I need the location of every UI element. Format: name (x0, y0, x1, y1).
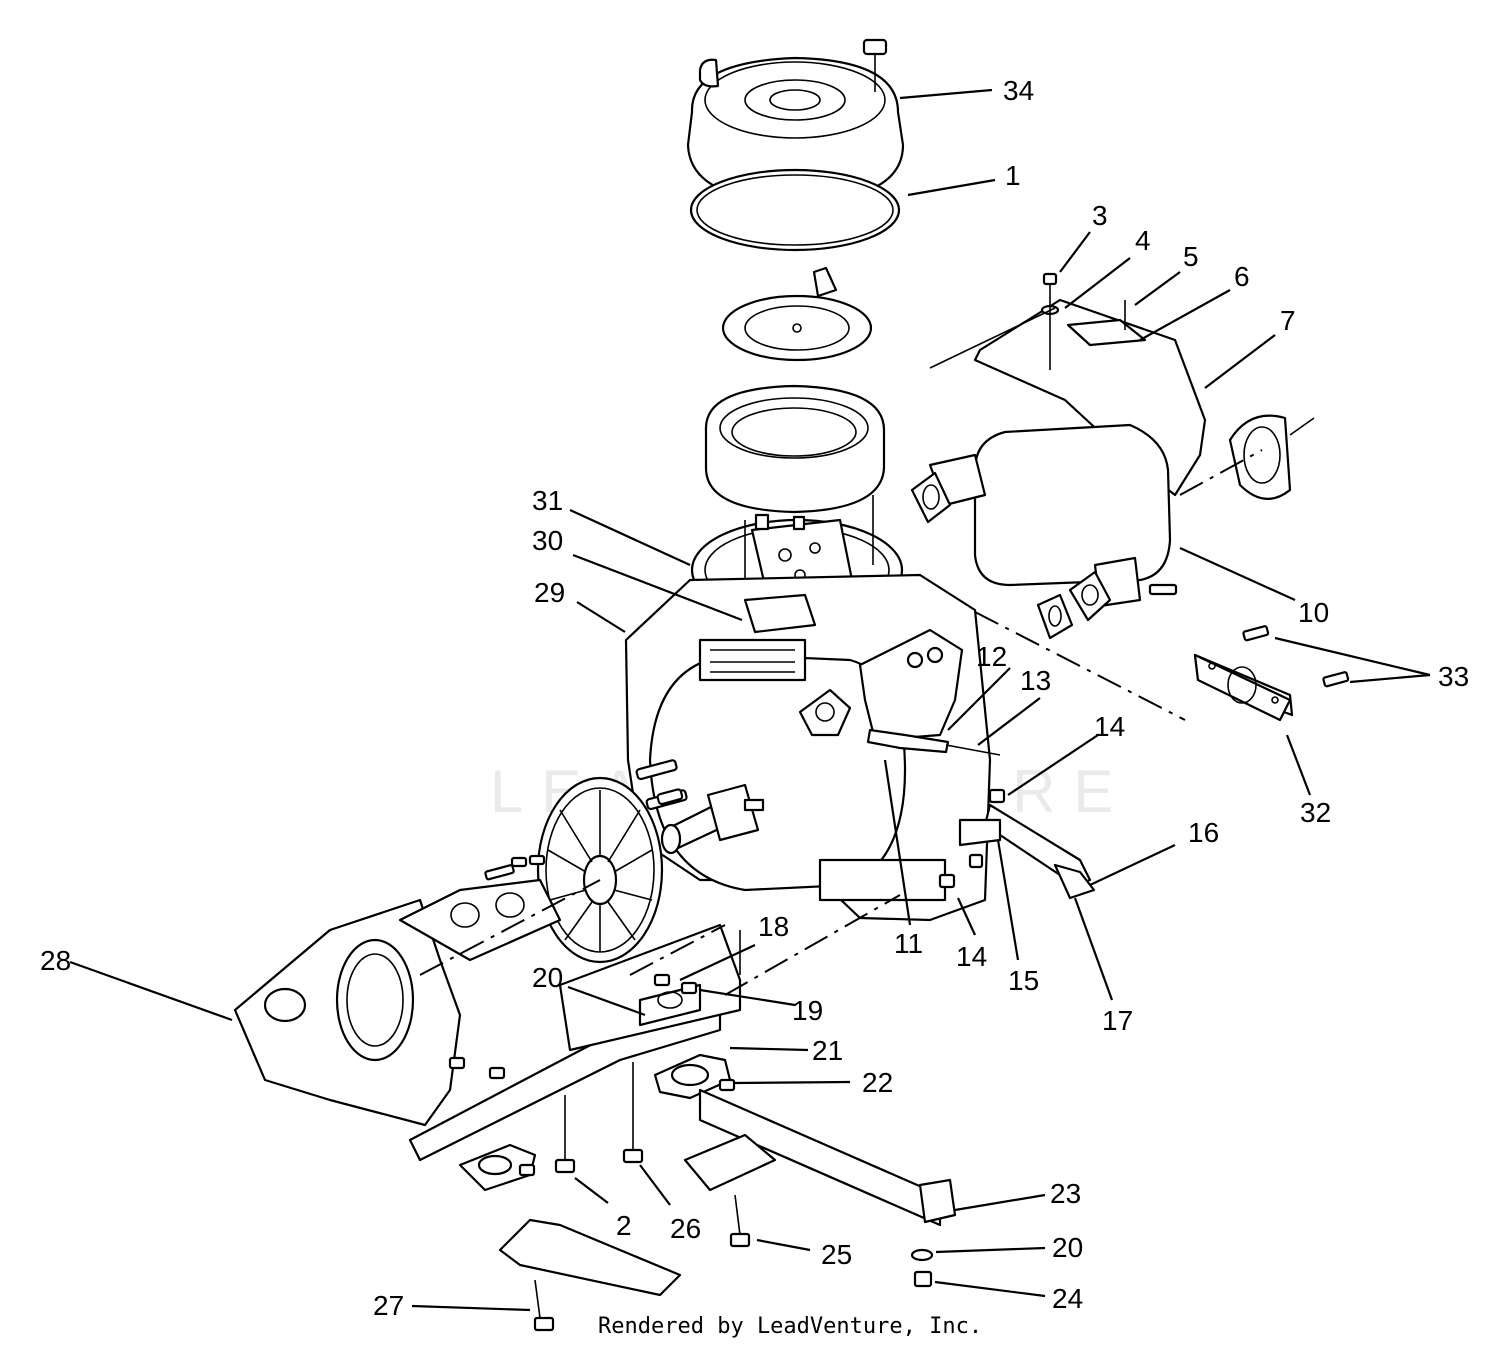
callout-2: 2 (616, 1210, 632, 1241)
isolator-mount-21 (653, 1053, 732, 1100)
bolts-bottom (448, 973, 934, 1332)
callout-11: 11 (894, 928, 923, 959)
callout-4: 4 (1135, 225, 1151, 256)
crossmember (408, 923, 742, 1162)
callout-20-upper: 20 (532, 962, 563, 993)
callout-14-upper: 14 (1094, 711, 1125, 742)
callout-23: 23 (1050, 1178, 1081, 1209)
engine-mount-plate-28 (233, 878, 562, 1127)
callout-17: 17 (1102, 1005, 1133, 1036)
wing-nut (812, 266, 838, 298)
bolts-flywheel (635, 759, 688, 811)
callout-1: 1 (1005, 160, 1021, 191)
centerlines (419, 307, 1263, 996)
crankshaft (660, 783, 765, 855)
callout-10: 10 (1298, 597, 1329, 628)
callout-31: 31 (532, 485, 563, 516)
callout-29: 29 (534, 577, 565, 608)
callout-26: 26 (670, 1213, 701, 1244)
callout-24: 24 (1052, 1283, 1083, 1314)
filter-element (704, 384, 886, 514)
precleaner-plate (721, 294, 873, 362)
callout-30: 30 (532, 525, 563, 556)
callout-18: 18 (758, 911, 789, 942)
small-screws (484, 854, 546, 881)
leader-lines (69, 88, 1431, 1312)
callout-13: 13 (1020, 665, 1051, 696)
callout-25: 25 (821, 1239, 852, 1270)
muffler-end-cap (1228, 414, 1315, 500)
callout-27: 27 (373, 1290, 404, 1321)
callout-34: 34 (1003, 75, 1034, 106)
callout-14-lower: 14 (956, 941, 987, 972)
callout-28: 28 (40, 945, 71, 976)
muffler-10 (910, 423, 1178, 622)
screws-33 (1242, 625, 1350, 688)
callout-3: 3 (1092, 200, 1108, 231)
callout-20-lower: 20 (1052, 1232, 1083, 1263)
callout-5: 5 (1183, 241, 1199, 272)
exhaust-gasket (1036, 593, 1074, 640)
frame-rail-23 (498, 1088, 957, 1297)
gasket-ring-1 (689, 168, 901, 252)
callout-21: 21 (812, 1035, 843, 1066)
callout-33: 33 (1438, 661, 1469, 692)
callout-6: 6 (1234, 261, 1250, 292)
throttle-linkage (866, 728, 1096, 900)
flywheel-fan (536, 776, 664, 964)
callout-labels: 34 1 3 4 5 6 7 31 30 29 10 12 13 33 14 3… (40, 75, 1469, 1321)
callout-7: 7 (1280, 305, 1296, 336)
callout-19: 19 (792, 995, 823, 1026)
knob-34 (862, 38, 888, 92)
callout-16: 16 (1188, 817, 1219, 848)
callout-22: 22 (862, 1067, 893, 1098)
callout-15: 15 (1008, 965, 1039, 996)
callout-12: 12 (976, 641, 1007, 672)
callout-32: 32 (1300, 797, 1331, 828)
spark-arrester-bracket-32 (1193, 653, 1294, 722)
footer-credit: Rendered by LeadVenture, Inc. (598, 1314, 982, 1339)
